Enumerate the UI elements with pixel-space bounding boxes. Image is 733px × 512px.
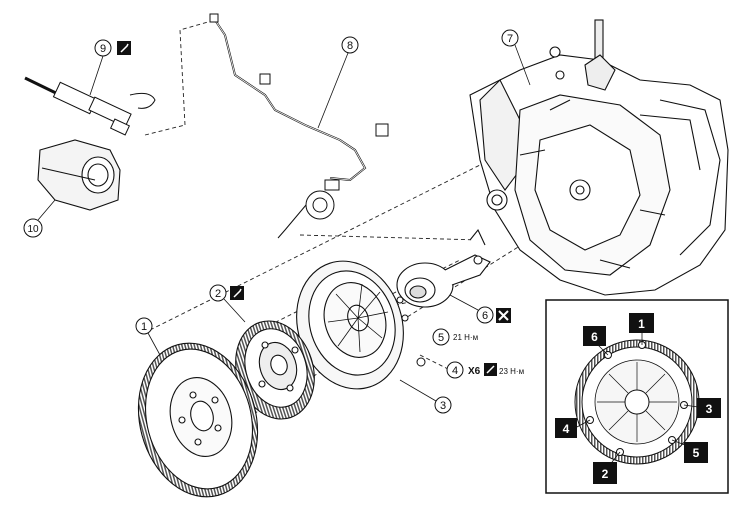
sequence-badge-4 bbox=[555, 418, 577, 438]
callout-4-label: 4 bbox=[452, 365, 458, 377]
callout-5-label: 5 bbox=[438, 332, 444, 344]
concentric-slave-cylinder bbox=[396, 228, 491, 308]
callout-10-label: 10 bbox=[27, 224, 39, 235]
sequence-label-6: 6 bbox=[591, 330, 598, 344]
sequence-badge-5 bbox=[684, 442, 708, 463]
pressure-plate bbox=[296, 260, 404, 390]
sequence-label-4: 4 bbox=[563, 422, 570, 436]
grease-icon bbox=[230, 286, 244, 300]
sequence-label-1: 1 bbox=[638, 317, 645, 331]
callout-3-label: 3 bbox=[440, 400, 446, 412]
callout-1-label: 1 bbox=[141, 321, 147, 333]
callout-2-label: 2 bbox=[215, 288, 221, 300]
clutch-disc bbox=[235, 320, 315, 420]
threadlock-icon bbox=[484, 363, 497, 376]
callout-5: 5 21 Н·м bbox=[432, 328, 478, 346]
hydraulic-pipe bbox=[209, 13, 389, 182]
sequence-badge-3 bbox=[697, 398, 721, 418]
bolts bbox=[396, 296, 426, 367]
fluid-reservoir bbox=[37, 139, 121, 211]
grease-icon bbox=[117, 41, 131, 55]
callout-2: 2 bbox=[209, 284, 246, 323]
torque-slave-bolt: 21 Н·м bbox=[453, 333, 478, 342]
torque-bolt: 23 Н·м bbox=[499, 367, 524, 376]
callout-4: 4 X6 bbox=[446, 361, 481, 379]
callout-9-label: 9 bbox=[100, 43, 106, 55]
bolt-quantity: X6 bbox=[468, 366, 481, 377]
sequence-label-2: 2 bbox=[602, 467, 609, 481]
tightening-sequence-inset: 1 2 3 4 5 6 bbox=[545, 299, 729, 494]
sequence-label-3: 3 bbox=[706, 402, 713, 416]
callout-3: 3 bbox=[399, 379, 452, 414]
sequence-label-5: 5 bbox=[693, 446, 700, 460]
master-cylinder bbox=[24, 76, 156, 136]
callout-7-label: 7 bbox=[507, 33, 513, 45]
gearbox bbox=[469, 19, 729, 296]
flywheel bbox=[137, 342, 259, 498]
callout-1: 1 bbox=[135, 317, 161, 356]
sequence-badge-6 bbox=[583, 326, 606, 346]
sequence-badge-2 bbox=[593, 462, 617, 484]
callout-6-label: 6 bbox=[482, 310, 488, 322]
pipe-connector bbox=[277, 179, 340, 239]
sequence-badge-1 bbox=[629, 313, 654, 333]
callout-8-label: 8 bbox=[347, 40, 353, 52]
callout-7: 7 bbox=[501, 29, 531, 86]
callout-8: 8 bbox=[317, 36, 359, 129]
callout-10: 10 bbox=[23, 199, 56, 238]
replace-icon bbox=[496, 308, 511, 323]
callout-6: 6 bbox=[449, 294, 494, 324]
callout-9: 9 bbox=[89, 39, 112, 96]
